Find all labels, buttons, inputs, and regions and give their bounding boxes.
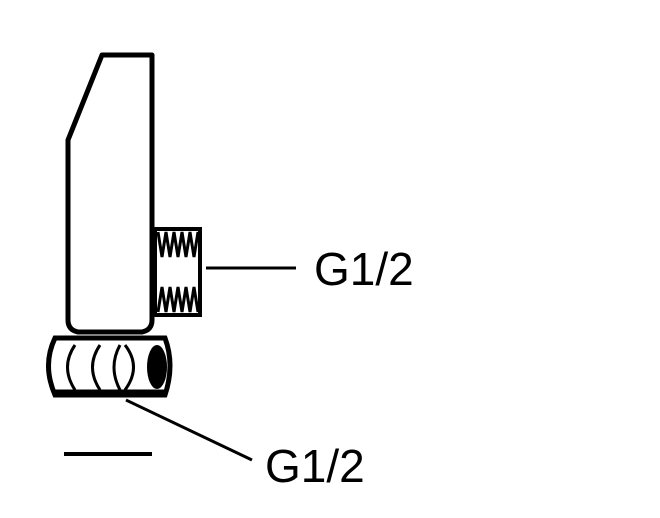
hex-nut (46, 335, 173, 398)
side-outlet-label: G1/2 (314, 243, 414, 295)
leader-line-bottom (125, 398, 253, 462)
valve-body (65, 52, 155, 339)
bottom-inlet-label: G1/2 (265, 440, 365, 492)
threaded-outlet (153, 227, 202, 317)
